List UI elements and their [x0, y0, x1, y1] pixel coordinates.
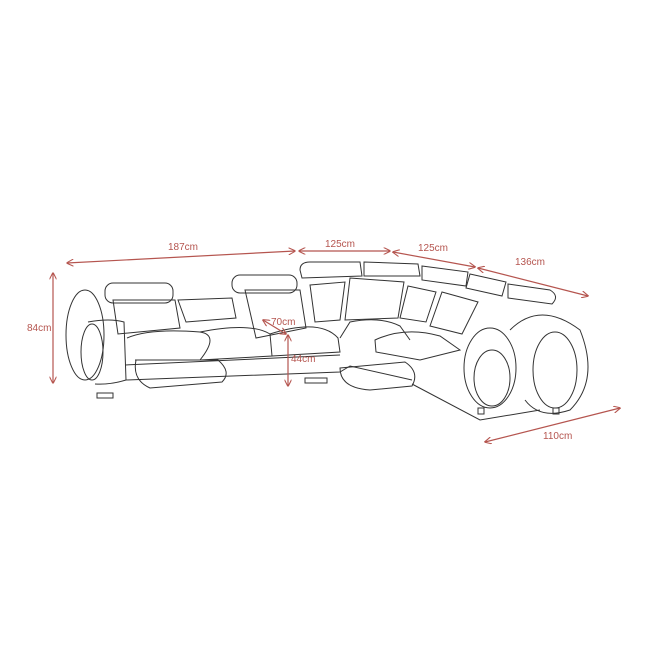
right-footrest	[339, 361, 416, 391]
label-70: 70cm	[271, 317, 295, 328]
corner-headrest-3	[421, 265, 469, 287]
label-125b: 125cm	[418, 243, 448, 254]
corner-headrest-5	[507, 283, 556, 305]
dim-arrow-110	[485, 408, 620, 442]
dim-arrow-187	[67, 251, 295, 263]
seat-line	[124, 354, 341, 366]
corner-headrest-2	[363, 261, 421, 277]
seat-2	[199, 326, 273, 361]
console	[177, 297, 237, 323]
left-armrest-inner	[80, 323, 104, 381]
label-136: 136cm	[515, 257, 545, 268]
label-110: 110cm	[543, 431, 572, 442]
right-armrest	[463, 327, 517, 409]
left-arm-front	[87, 319, 127, 385]
label-44: 44cm	[291, 354, 315, 365]
right-armrest-inner	[473, 349, 511, 407]
middle-back-cushion	[244, 289, 307, 339]
left-headrest	[104, 282, 174, 304]
left-back-cushion	[112, 299, 181, 335]
corner-pillow-3	[399, 285, 437, 323]
left-leg	[96, 392, 114, 399]
base-line	[125, 365, 413, 381]
label-187: 187cm	[168, 242, 198, 253]
right-seat	[374, 331, 462, 361]
seat-1	[126, 330, 211, 361]
sofa-line-drawing	[65, 261, 589, 421]
right-scroll-inner	[532, 331, 578, 409]
corner-pillow-2	[344, 277, 405, 321]
middle-headrest	[231, 274, 298, 294]
corner-headrest-4	[465, 273, 507, 297]
center-leg	[304, 377, 328, 384]
right-leg-1	[477, 407, 485, 415]
corner-headrest-1	[299, 261, 363, 279]
dim-arrow-70	[263, 320, 286, 334]
corner-pillow-1	[309, 281, 346, 323]
label-125a: 125cm	[325, 239, 355, 250]
dimension-lines	[53, 251, 620, 442]
dim-arrow-136	[478, 268, 588, 296]
corner-pillow-4	[429, 291, 479, 335]
dim-arrow-125b	[393, 252, 475, 267]
dimension-labels: 187cm 125cm 125cm 136cm 84cm 70cm 44cm 1…	[27, 239, 572, 442]
label-84: 84cm	[27, 323, 51, 334]
left-armrest	[65, 289, 105, 381]
left-footrest	[134, 359, 227, 389]
corner-seat	[339, 319, 411, 341]
